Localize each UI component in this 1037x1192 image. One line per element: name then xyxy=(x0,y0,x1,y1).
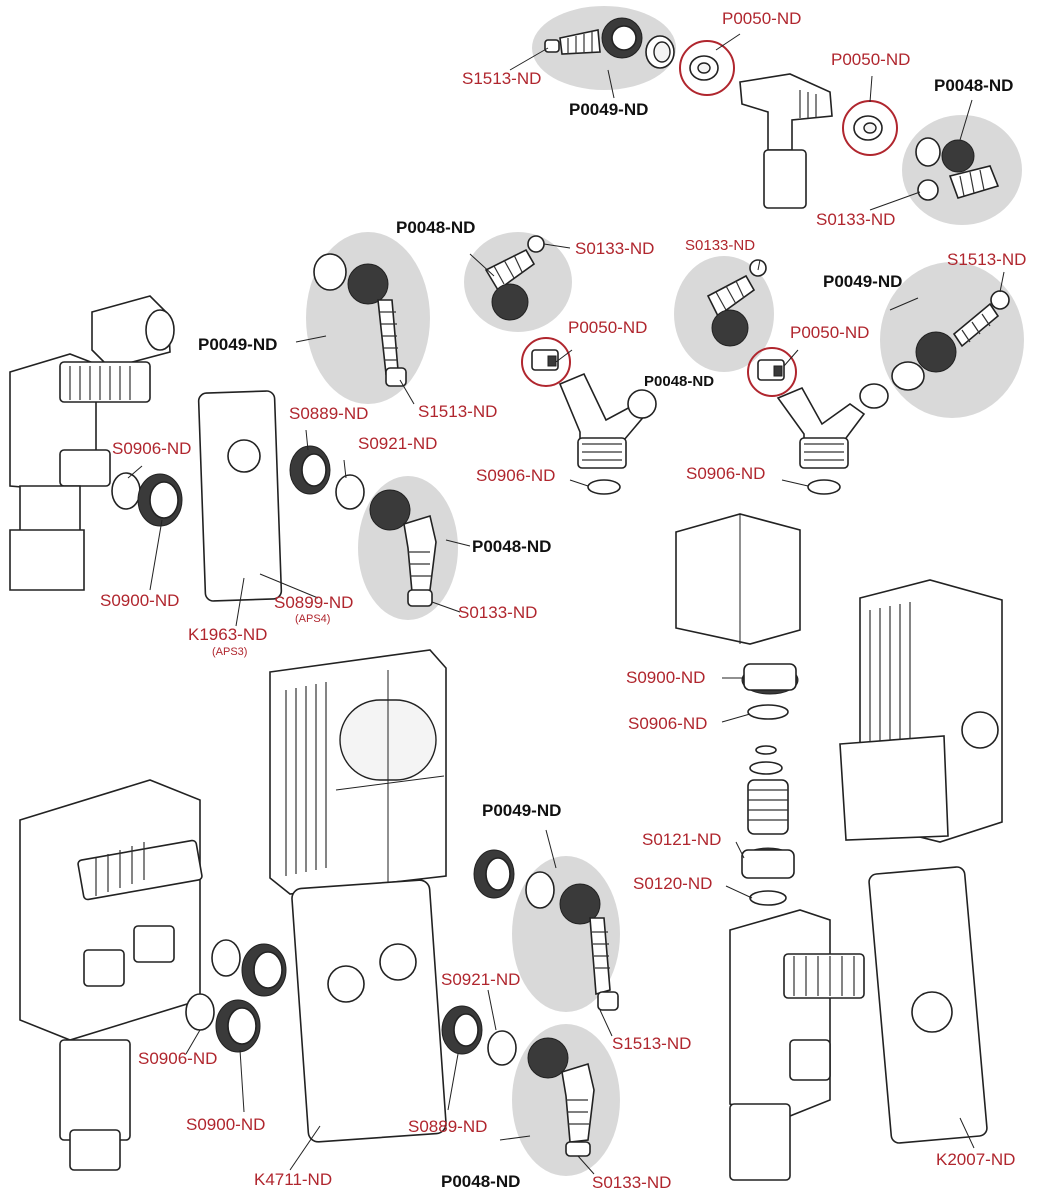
washer-s0906-right-col xyxy=(747,704,789,720)
label-s0889-a: S0889-ND xyxy=(289,404,369,423)
siphon-body-left xyxy=(9,353,151,591)
wye-fitting-right xyxy=(776,386,866,469)
elbow-p0048-center xyxy=(706,259,767,347)
label-s0889-b: S0889-ND xyxy=(408,1117,488,1136)
label-p0048-c: P0048-ND xyxy=(644,373,715,390)
label-s0900-a: S0900-ND xyxy=(100,591,180,610)
elbow-p0048-left xyxy=(369,489,437,607)
hose-adapter-p0049-right xyxy=(859,290,1010,409)
label-s0899-sub: (APS4) xyxy=(295,613,331,625)
cap-cover-right xyxy=(675,513,801,645)
label-s0133-d: S0133-ND xyxy=(458,603,538,622)
label-k2007: K2007-ND xyxy=(936,1150,1016,1169)
label-p0049-b: P0049-ND xyxy=(823,272,903,291)
siphon-body-right xyxy=(729,909,865,1181)
washer-s0906-left xyxy=(587,479,621,495)
label-s0906-d: S0906-ND xyxy=(628,714,708,733)
label-s1513-d: S1513-ND xyxy=(612,1034,692,1053)
box-housing-lower-left xyxy=(19,779,203,1171)
nut-s0889-lower xyxy=(441,1005,483,1055)
label-s0906-a: S0906-ND xyxy=(112,439,192,458)
label-p0049-d: P0049-ND xyxy=(482,801,562,820)
cover-plate-k2007 xyxy=(868,866,988,1144)
label-p0048-d: P0048-ND xyxy=(472,537,552,556)
wye-fitting-left xyxy=(558,372,657,469)
label-p0050-d: P0050-ND xyxy=(790,323,870,342)
label-k1963-sub: (APS3) xyxy=(212,646,248,658)
label-s0921-b: S0921-ND xyxy=(441,970,521,989)
label-p0048-a: P0048-ND xyxy=(934,76,1014,95)
label-s0133-e: S0133-ND xyxy=(592,1173,672,1192)
red-circle-p0050-d xyxy=(747,347,797,397)
washer-s0906-apl xyxy=(111,472,141,510)
elbow-p0048-top xyxy=(915,137,1000,201)
label-s0899: S0899-ND xyxy=(274,593,354,612)
label-s0906-b: S0906-ND xyxy=(476,466,556,485)
label-k4711: K4711-ND xyxy=(254,1170,333,1189)
label-p0050-b: P0050-ND xyxy=(831,50,911,69)
red-circle-p0050-c xyxy=(521,337,571,387)
nut-s0900-apl xyxy=(137,473,183,527)
nut-s0121 xyxy=(741,847,795,879)
tee-fitting-top xyxy=(739,73,833,209)
check-valve-b xyxy=(853,115,883,141)
leader-lines xyxy=(127,33,1005,1175)
label-p0050-c: P0050-ND xyxy=(568,318,648,337)
washer-nut-pair-lower xyxy=(185,939,287,1053)
halo-p0048-mid xyxy=(464,232,572,332)
washer-s0906-right xyxy=(807,479,841,495)
box-housing-right xyxy=(839,579,1003,843)
nut-s0889-apl xyxy=(289,445,331,495)
check-valve-d xyxy=(757,359,785,381)
label-p0049-c: P0049-ND xyxy=(198,335,278,354)
label-s1513-c: S1513-ND xyxy=(418,402,498,421)
cap-cover-top-left xyxy=(91,295,175,369)
label-s0900-b: S0900-ND xyxy=(626,668,706,687)
label-s0121: S0121-ND xyxy=(642,830,722,849)
washer-s0921-apl xyxy=(335,474,365,510)
inner-valve-stack xyxy=(747,745,789,835)
cover-plate-k4711 xyxy=(291,879,447,1143)
cover-plate-k1963 xyxy=(197,390,283,602)
elbow-p0048-lower xyxy=(527,1037,595,1157)
washer-s0921-lower xyxy=(487,1030,517,1066)
hose-adapter-p0049-lower xyxy=(525,871,619,1011)
nut-s0900-right xyxy=(741,663,799,695)
hose-adapter-p0049-top xyxy=(544,17,643,59)
label-s1513-a: S1513-ND xyxy=(462,69,542,88)
washer-s0120 xyxy=(749,890,787,906)
check-valve-c xyxy=(531,349,559,371)
label-p0049-a: P0049-ND xyxy=(569,100,649,119)
label-s0906-e: S0906-ND xyxy=(138,1049,218,1068)
label-s0906-c: S0906-ND xyxy=(686,464,766,483)
label-s0120: S0120-ND xyxy=(633,874,713,893)
label-s0133-a: S0133-ND xyxy=(816,210,896,229)
halo-p0049-top xyxy=(532,6,676,90)
elbow-p0048-mid xyxy=(484,235,545,321)
red-circle-p0050-a xyxy=(679,40,735,96)
label-p0048-b: P0048-ND xyxy=(396,218,476,237)
label-s0921-a: S0921-ND xyxy=(358,434,438,453)
label-p0050-a: P0050-ND xyxy=(722,9,802,28)
label-k1963: K1963-ND xyxy=(188,625,268,644)
label-s1513-b: S1513-ND xyxy=(947,250,1027,269)
washer-top xyxy=(645,35,675,69)
label-p0048-e: P0048-ND xyxy=(441,1172,521,1191)
box-housing-center xyxy=(269,649,447,895)
label-s0133-b: S0133-ND xyxy=(575,239,655,258)
label-s0900-c: S0900-ND xyxy=(186,1115,266,1134)
nut-top-lower xyxy=(473,849,515,899)
check-valve-a xyxy=(689,55,719,81)
label-s0133-c: S0133-ND xyxy=(685,237,756,254)
